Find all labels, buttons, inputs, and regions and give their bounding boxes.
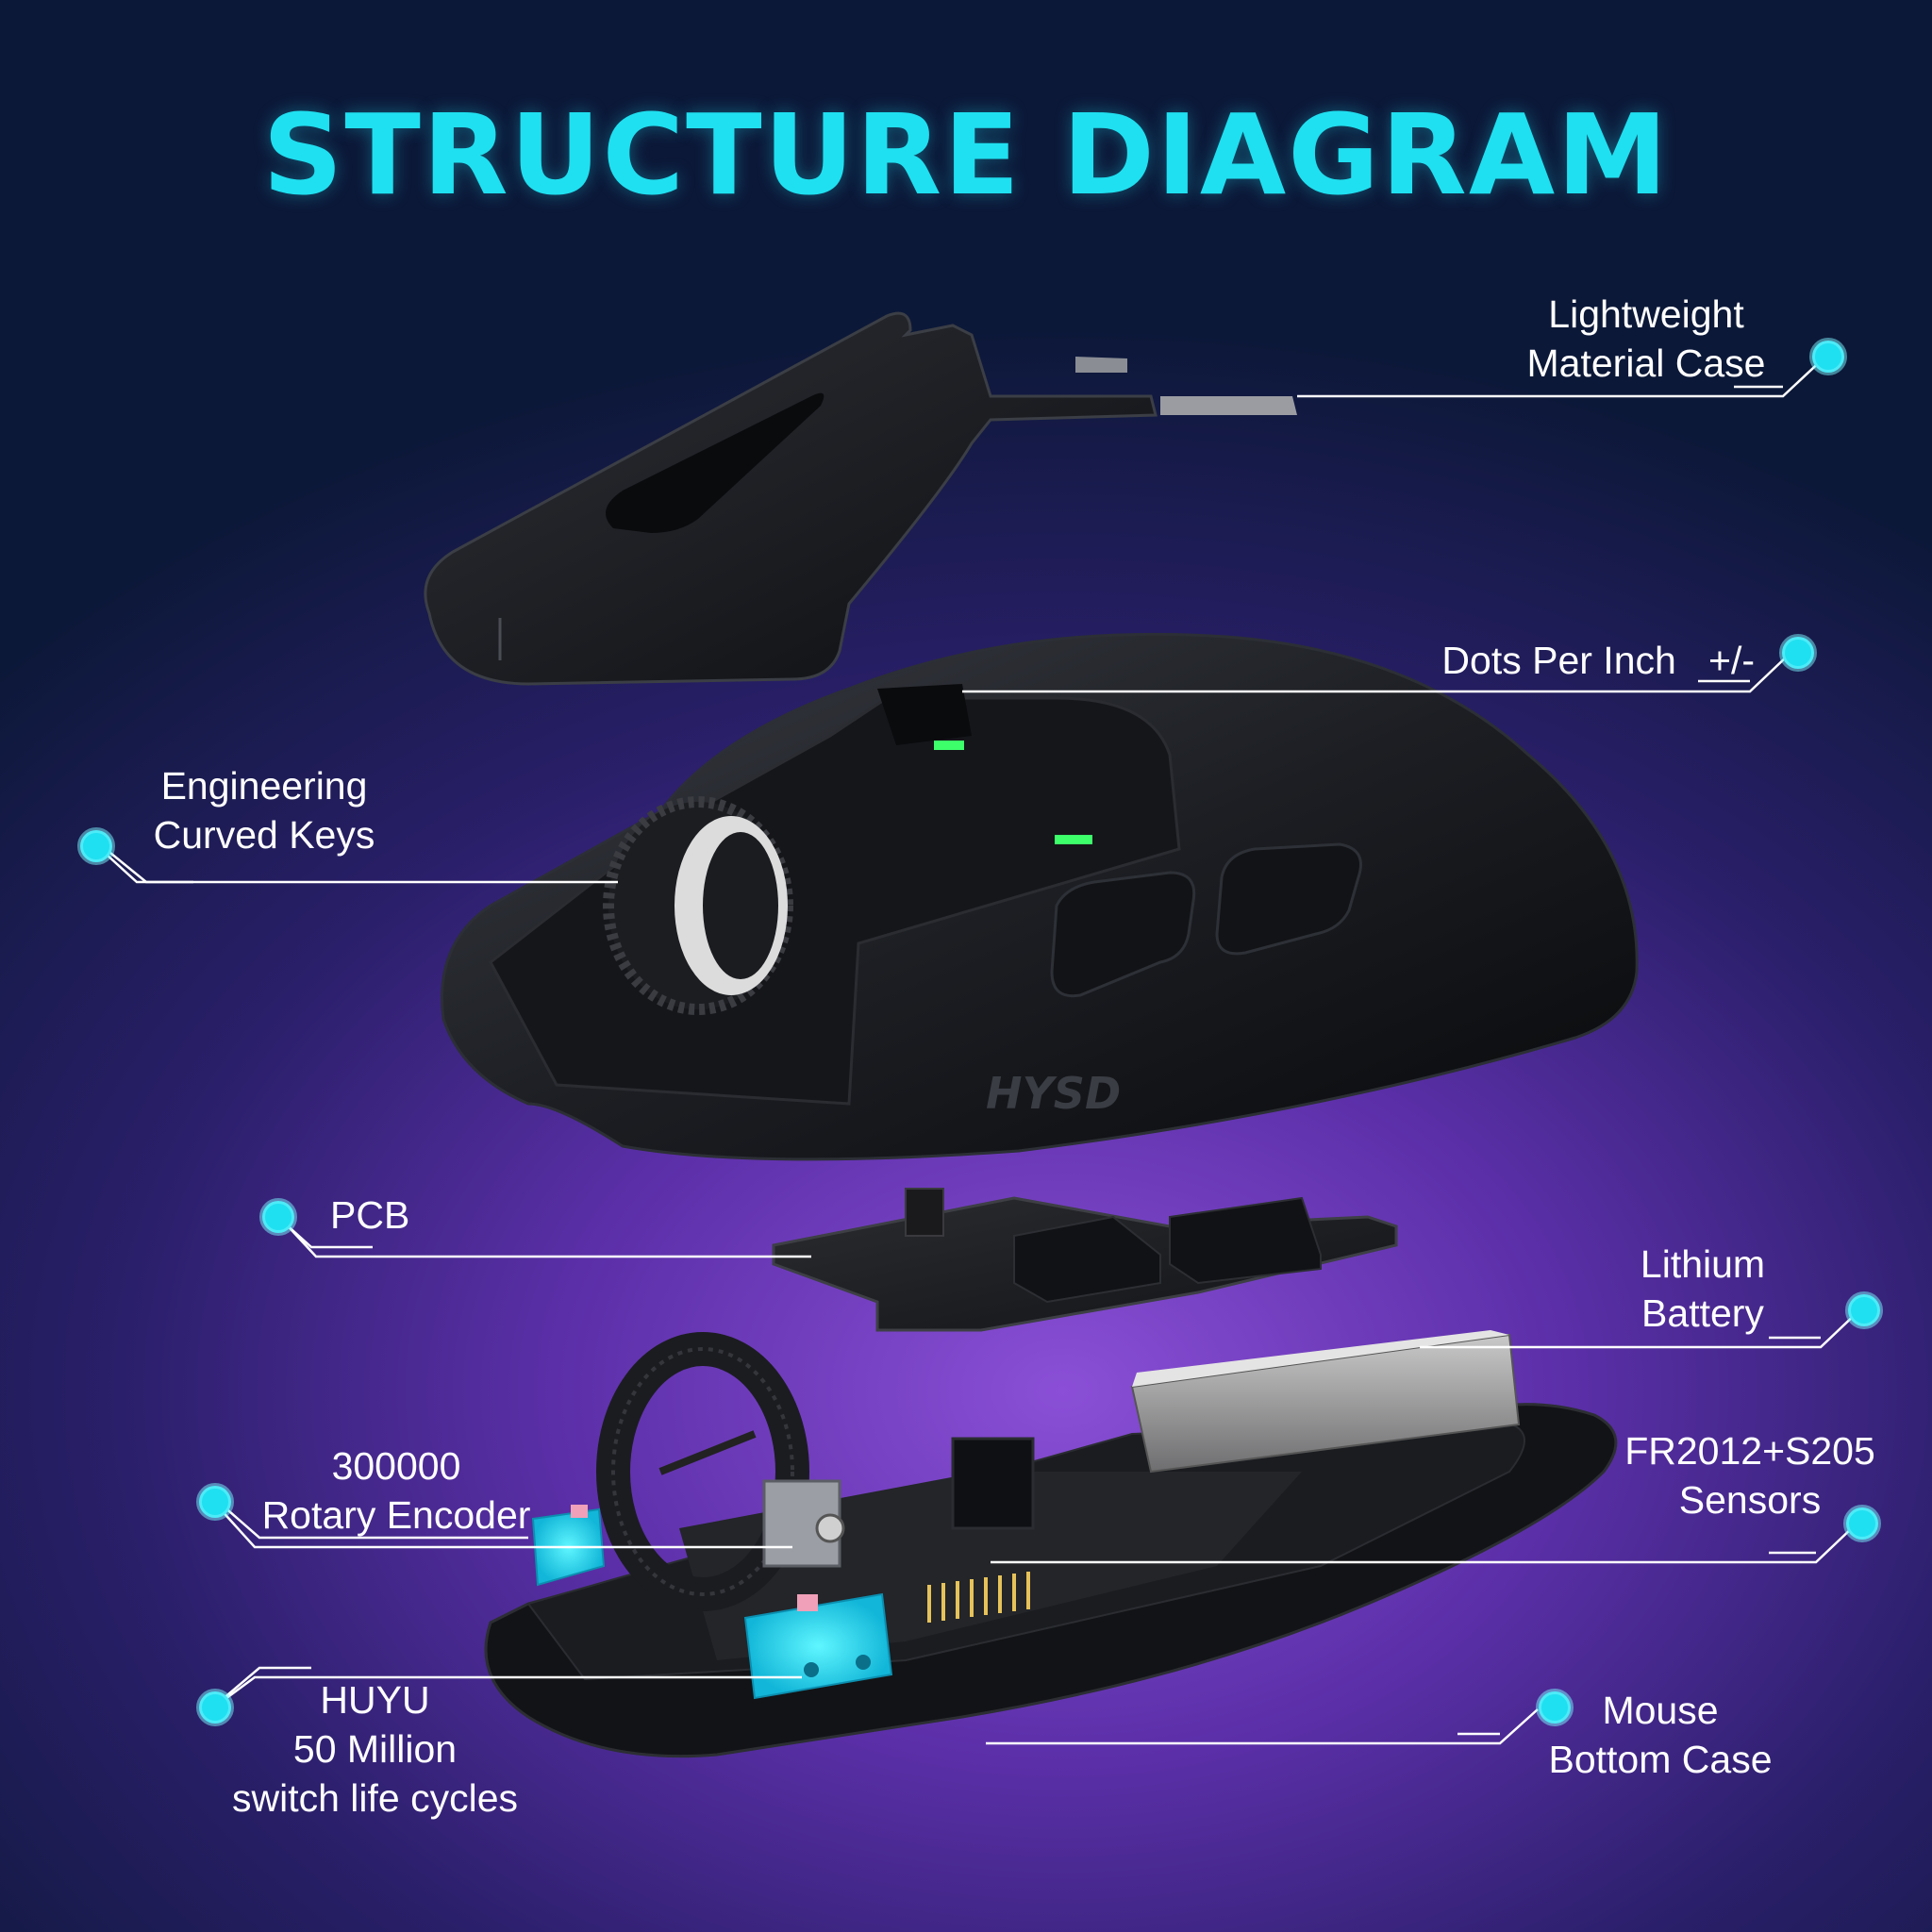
sensors-leader-line (991, 1525, 1855, 1564)
battery-callout-line2: Battery (1641, 1291, 1764, 1335)
dpi-callout-line1: Dots Per Inch (1441, 639, 1676, 682)
case-callout-line1: Lightweight (1548, 292, 1744, 336)
callout-leader-lines (105, 356, 1859, 1745)
bottom-callout-line2: Bottom Case (1548, 1738, 1773, 1781)
sensors-callout-line2: Sensors (1678, 1478, 1822, 1522)
switch-leader-line (218, 1675, 802, 1706)
battery-callout-dot (1845, 1291, 1883, 1329)
case-callout: Lightweight Material Case (1491, 290, 1802, 388)
switch-callout-dot (196, 1689, 234, 1726)
top-case-part (424, 311, 1297, 686)
sensor-pins (927, 1572, 1030, 1623)
dpi-leader-line (962, 655, 1789, 693)
encoder-leader-line (218, 1507, 792, 1549)
rotary-encoder-part (762, 1479, 845, 1568)
dpi-callout: Dots Per Inch +/- (1415, 636, 1755, 685)
bottom-leader-line (986, 1708, 1539, 1745)
switch-callout-line2: 50 Million (292, 1727, 458, 1771)
pcb-callout-dot (259, 1198, 297, 1236)
battery-callout-line1: Lithium (1640, 1242, 1766, 1286)
encoder-callout-line1: 300000 (331, 1444, 461, 1488)
keys-callout-line1: Engineering (160, 764, 368, 808)
case-callout-dot (1809, 338, 1847, 375)
page-title: STRUCTURE DIAGRAM (262, 90, 1670, 220)
bottom-callout-line1: Mouse (1602, 1689, 1719, 1732)
encoder-callout: 300000 Rotary Encoder (245, 1441, 547, 1540)
scroll-wheel-bottom (596, 1332, 809, 1611)
pcb-board-part (772, 1188, 1398, 1332)
sensor-chip (951, 1437, 1035, 1530)
bottom-callout-dot (1536, 1689, 1574, 1726)
keys-leader-line (105, 848, 618, 884)
brand-logo: HYSD (986, 1068, 1121, 1119)
encoder-callout-line2: Rotary Encoder (261, 1493, 531, 1537)
switch-main-part (743, 1592, 893, 1700)
battery-leader-line (1420, 1310, 1859, 1349)
battery-part (1130, 1330, 1521, 1474)
pcb-leader-line (280, 1218, 811, 1258)
dpi-callout-line2: +/- (1708, 639, 1755, 682)
pcb-callout: PCB (330, 1191, 443, 1240)
bottom-callout: Mouse Bottom Case (1528, 1686, 1792, 1784)
keys-callout-line2: Curved Keys (153, 813, 375, 857)
keys-callout-dot (77, 827, 115, 865)
sensors-callout-dot (1843, 1505, 1881, 1542)
sensors-callout: FR2012+S205 Sensors (1604, 1426, 1896, 1524)
pcb-callout-line1: PCB (330, 1193, 410, 1237)
case-callout-line2: Material Case (1526, 341, 1766, 385)
dpi-callout-dot (1779, 634, 1817, 672)
switch-callout: HUYU 50 Million switch life cycles (212, 1675, 538, 1823)
switch-leader-underline (221, 1666, 311, 1701)
scroll-wheel-top (603, 796, 793, 1015)
battery-callout: Lithium Battery (1608, 1240, 1797, 1338)
keys-callout: Engineering Curved Keys (123, 761, 406, 859)
switch-callout-line3: switch life cycles (231, 1776, 518, 1820)
encoder-leader-underline (221, 1504, 528, 1540)
switch-callout-line1: HUYU (320, 1678, 430, 1722)
sensors-callout-line1: FR2012+S205 (1624, 1429, 1875, 1473)
case-leader-line (1297, 356, 1826, 398)
callout-dots (77, 338, 1883, 1726)
encoder-callout-dot (196, 1483, 234, 1521)
